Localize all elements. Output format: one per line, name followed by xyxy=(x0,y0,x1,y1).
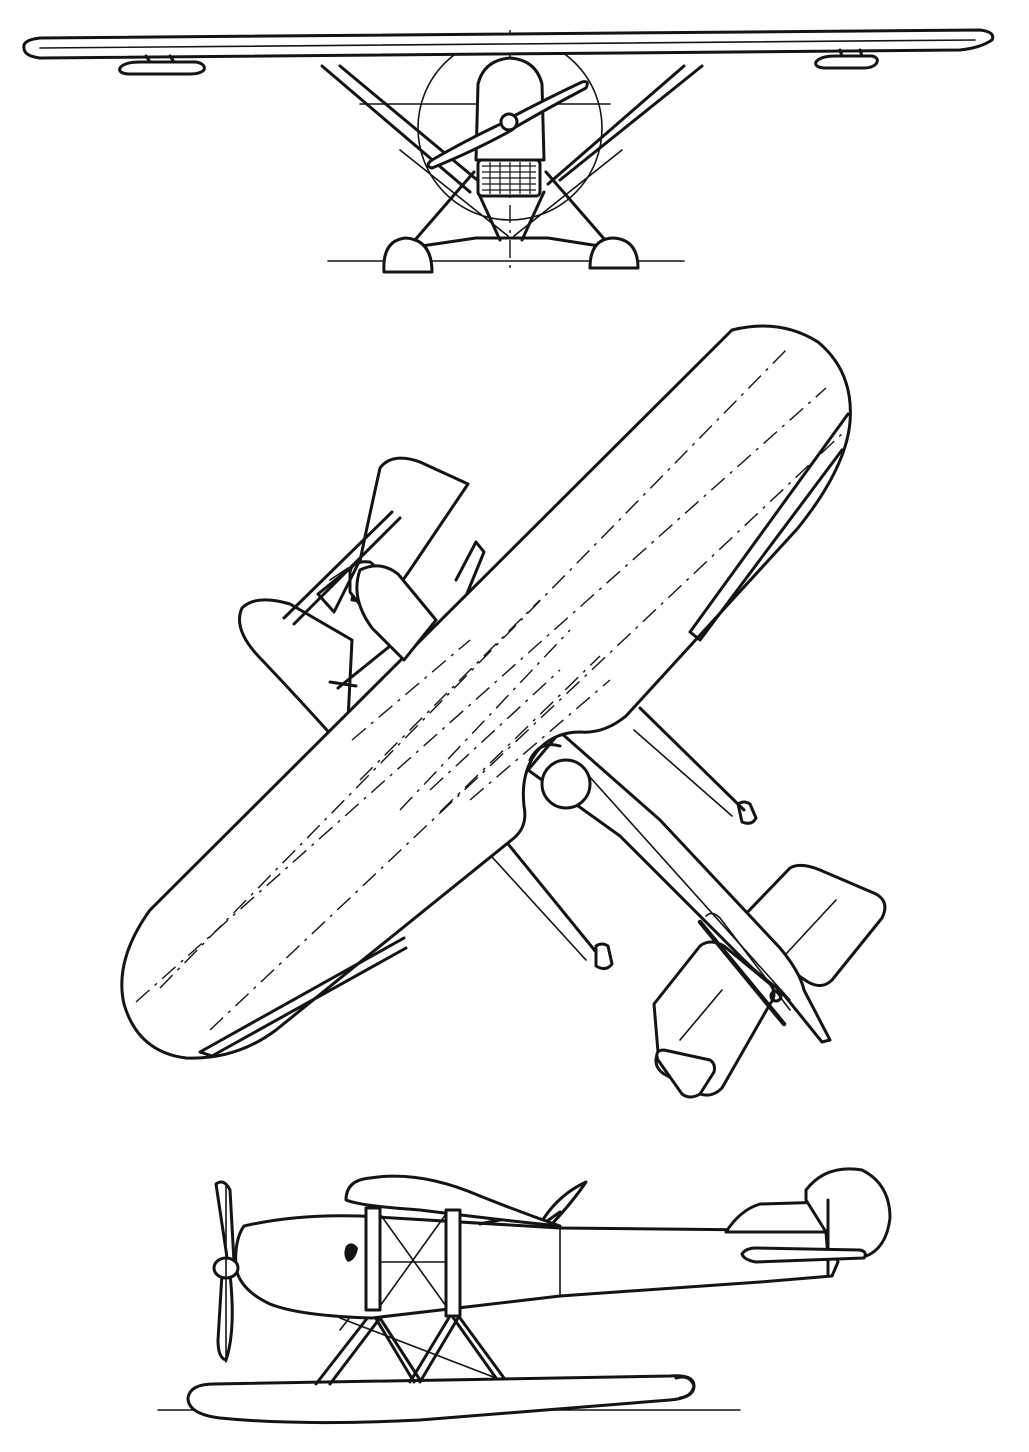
float-struts-plan xyxy=(481,706,758,971)
tailplane xyxy=(652,863,887,1099)
fuselage-plan xyxy=(526,730,832,1044)
tailplane-side xyxy=(740,1246,867,1264)
propeller-hub xyxy=(499,112,519,132)
exhaust-port xyxy=(344,1243,358,1262)
plan-view xyxy=(120,324,887,1099)
interplane-struts-side xyxy=(364,1206,462,1318)
wingtip-floats-front xyxy=(118,48,879,76)
tail-side xyxy=(724,1167,892,1276)
propeller-blades xyxy=(426,80,589,170)
radiator-grille xyxy=(482,162,536,194)
main-floats-front xyxy=(382,236,640,274)
side-view xyxy=(157,1167,892,1425)
wing-section-side xyxy=(344,1174,562,1228)
cockpit-plan xyxy=(355,564,592,810)
propeller-side xyxy=(212,1180,240,1363)
float-struts-side xyxy=(314,1310,506,1386)
main-float-side xyxy=(186,1374,696,1425)
front-view xyxy=(22,28,995,274)
engine-spinner-plan xyxy=(540,758,592,810)
upper-wing-plan xyxy=(120,324,852,1060)
